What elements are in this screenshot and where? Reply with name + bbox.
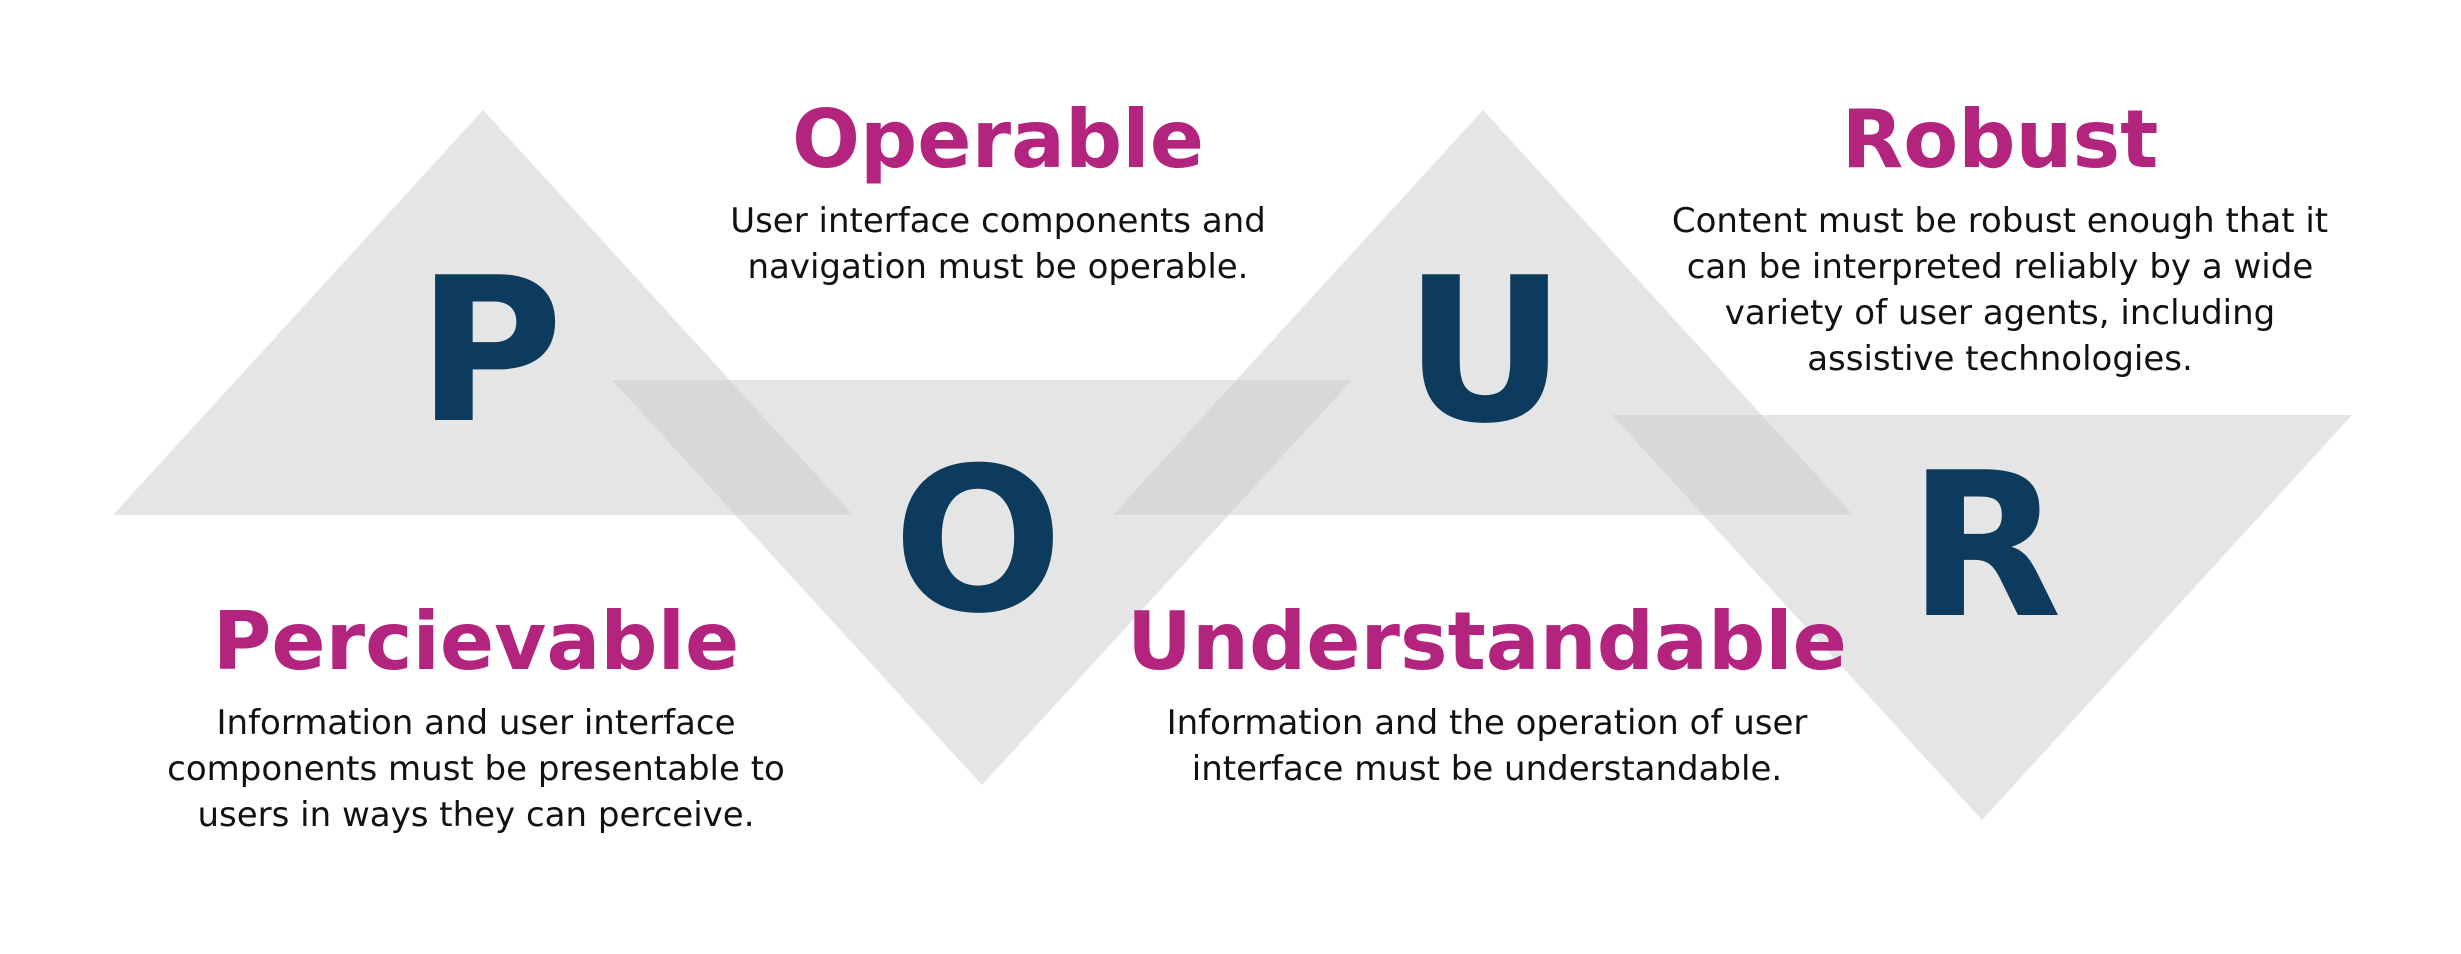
principle-operable: Operable User interface components and n… xyxy=(730,100,1266,290)
letter-p: P xyxy=(417,235,564,468)
description-line: Information and user interface xyxy=(216,703,736,743)
letter-u: U xyxy=(1404,235,1566,468)
principle-understandable: Understandable Information and the opera… xyxy=(1127,602,1847,792)
description-robust: Content must be robust enough that it ca… xyxy=(1672,198,2328,382)
letter-r: R xyxy=(1908,430,2062,663)
principle-robust: Robust Content must be robust enough tha… xyxy=(1672,100,2328,382)
description-percievable: Information and user interface component… xyxy=(167,700,785,838)
description-line: Information and the operation of user xyxy=(1166,703,1808,743)
description-line: variety of user agents, including xyxy=(1724,293,2276,333)
description-operable: User interface components and navigation… xyxy=(730,198,1266,290)
description-line: can be interpreted reliably by a wide xyxy=(1686,247,2314,287)
description-line: navigation must be operable. xyxy=(747,247,1249,287)
principle-percievable: Percievable Information and user interfa… xyxy=(167,602,785,838)
description-line: users in ways they can perceive. xyxy=(197,795,755,835)
description-line: components must be presentable to xyxy=(167,749,785,789)
description-line: Content must be robust enough that it xyxy=(1671,201,2329,241)
triangle-r xyxy=(1612,415,2352,820)
heading-percievable: Percievable xyxy=(212,595,740,688)
description-understandable: Information and the operation of user in… xyxy=(1127,700,1847,792)
heading-robust: Robust xyxy=(1841,93,2159,186)
description-line: assistive technologies. xyxy=(1807,339,2193,379)
letter-o: O xyxy=(893,425,1063,658)
heading-operable: Operable xyxy=(792,93,1204,186)
description-line: User interface components and xyxy=(730,201,1266,241)
description-line: interface must be understandable. xyxy=(1191,749,1783,789)
heading-understandable: Understandable xyxy=(1127,595,1847,688)
triangle-u xyxy=(1113,110,1853,515)
